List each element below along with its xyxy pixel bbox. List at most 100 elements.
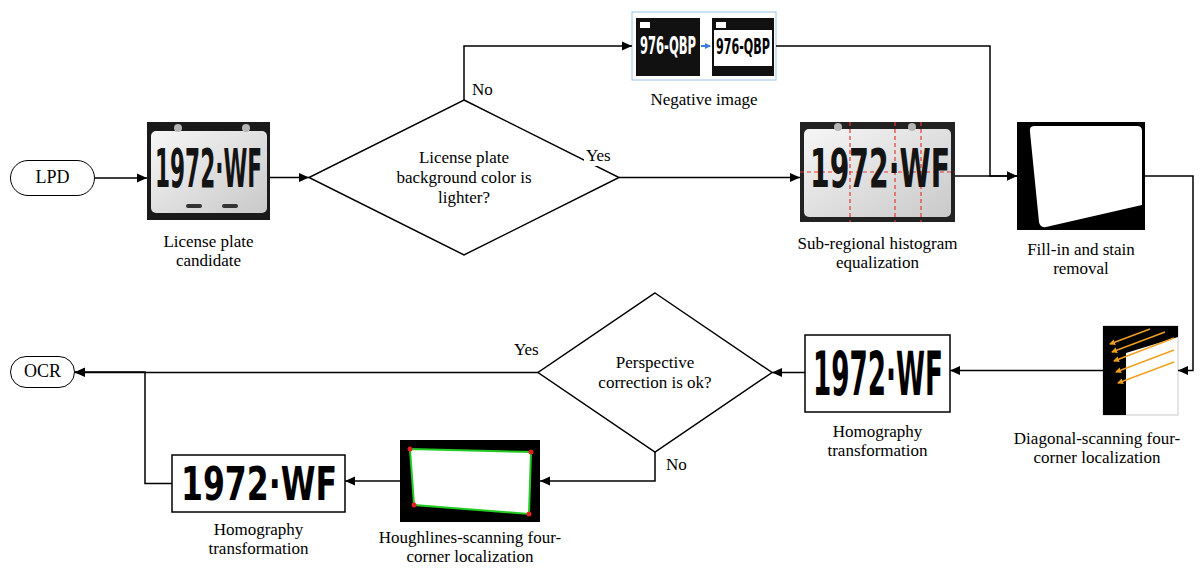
art-shape [1110, 329, 1150, 344]
art-shape [632, 12, 776, 80]
plate-text: 1972·WF [155, 142, 262, 196]
edge-label: Yes [512, 340, 541, 360]
plate-photo [147, 122, 270, 220]
caption-box: License plate candidate [134, 232, 284, 270]
art-shape [147, 122, 270, 220]
arrowhead [1007, 172, 1017, 181]
decision-label: License plate background color is lighte… [384, 148, 544, 208]
image-caption: Fill-in and stain removal [1009, 240, 1154, 278]
plate-text: 1972·WF [813, 344, 943, 404]
negative-illustration [632, 12, 776, 80]
art-shape [410, 449, 531, 514]
edge-label: No [470, 80, 495, 100]
caption-box: Homography transformation [803, 422, 953, 460]
image-caption: Houghlines-scanning four-corner localiza… [373, 528, 568, 566]
art-shape [151, 131, 267, 213]
plate-text: 1972·WF [181, 461, 337, 507]
connector [772, 368, 805, 377]
art-shape [186, 204, 202, 208]
connector [345, 477, 400, 486]
art-shape [1116, 350, 1174, 372]
edge-label: Yes [584, 146, 613, 166]
hough-lines-illustration [400, 440, 540, 522]
connector [1145, 176, 1193, 375]
art-shape [1103, 326, 1178, 415]
image-node: Fill-in and stain removal [1017, 122, 1145, 230]
art-shape [412, 503, 417, 508]
connector-line [75, 372, 172, 484]
art-shape [701, 45, 710, 47]
art-shape [529, 450, 534, 455]
arrowhead [345, 477, 355, 486]
caption-box: Fill-in and stain removal [1009, 240, 1154, 278]
arrowhead [1178, 366, 1188, 375]
arrowhead [622, 42, 632, 51]
decision-text-box: License plate background color is lighte… [384, 148, 544, 208]
terminal-node: OCR [10, 356, 75, 388]
connector-line [540, 452, 655, 481]
connector [75, 368, 172, 484]
edge-label: No [664, 455, 689, 475]
arrowhead [75, 368, 85, 377]
art-shape [1118, 362, 1174, 383]
art-shape [716, 22, 726, 28]
decision-diamond: License plate background color is lighte… [309, 100, 619, 255]
art-shape [800, 122, 955, 222]
art-shape [834, 123, 842, 131]
plate-text: 1972·WF [810, 142, 950, 196]
connector [950, 366, 1103, 375]
art-shape [242, 124, 250, 132]
plate-text: 976-QBP [640, 34, 696, 58]
diamond-shape [309, 100, 619, 255]
terminal-label: OCR [24, 362, 61, 382]
connector [540, 452, 655, 486]
arrowhead [137, 174, 147, 183]
image-caption: Diagonal-scanning four-corner localizati… [1001, 429, 1193, 467]
plate-text: 976-QBP [716, 36, 770, 58]
image-caption: Sub-regional histogram equalization [780, 234, 975, 272]
diagonal-scan-illustration [1103, 326, 1178, 415]
image-caption: Homography transformation [803, 422, 953, 460]
decision-label: Perspective correction is ok? [580, 353, 730, 393]
art-shape [1110, 329, 1174, 383]
art-shape [714, 30, 772, 66]
arrowhead [540, 477, 550, 486]
connector-line [950, 370, 1103, 372]
arrowhead [772, 368, 782, 377]
equalized-plate-photo [800, 122, 955, 222]
connector [95, 174, 147, 183]
art-shape [804, 129, 951, 217]
binary-mask [1017, 122, 1145, 230]
arrowhead [75, 368, 85, 377]
image-node: Diagonal-scanning four-corner localizati… [1103, 326, 1178, 415]
art-shape [1017, 122, 1145, 230]
art-shape [174, 124, 182, 132]
art-shape [1114, 338, 1174, 361]
art-shape [527, 512, 532, 517]
art-shape [908, 123, 916, 131]
rectified-plate [805, 335, 950, 412]
rectified-plate [172, 455, 345, 512]
image-caption: Homography transformation [184, 520, 334, 558]
art-shape [400, 440, 540, 522]
decision-text-box: Perspective correction is ok? [580, 353, 730, 393]
arrowhead [1007, 172, 1017, 181]
art-shape [712, 18, 774, 76]
art-shape [410, 449, 531, 514]
art-shape [222, 204, 238, 208]
art-shape [1103, 326, 1178, 415]
arrowhead [950, 366, 960, 375]
connector-line [619, 177, 800, 179]
connector [955, 172, 1017, 181]
art-shape [408, 447, 413, 452]
art-shape [1112, 332, 1165, 352]
art-shape [640, 22, 650, 28]
caption-box: Houghlines-scanning four-corner localiza… [373, 528, 568, 566]
caption-box: Homography transformation [184, 520, 334, 558]
terminal-label: LPD [35, 168, 69, 188]
connector [619, 173, 800, 182]
connector-line [464, 46, 632, 100]
